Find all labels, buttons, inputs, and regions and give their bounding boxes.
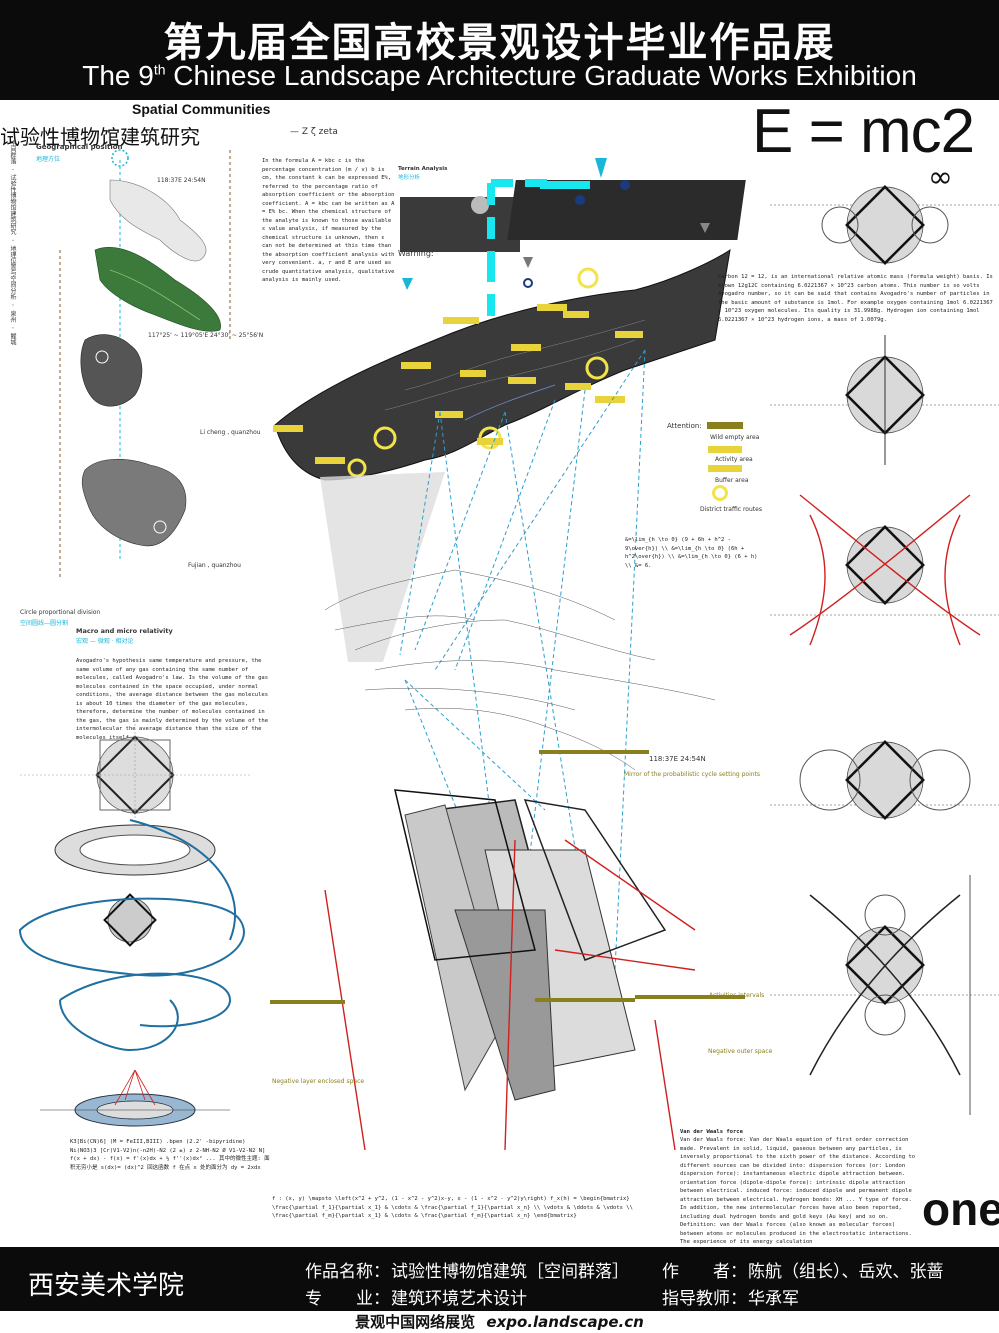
- author-label: 作 者：: [662, 1262, 747, 1282]
- macro-micro-label: Macro and micro relativity: [76, 627, 173, 635]
- museum-research-title: 试验性博物馆建筑研究: [0, 125, 200, 149]
- spatial-communities-heading: Spatial Communities: [132, 101, 271, 117]
- circle-division-label: Circle proportional division: [20, 609, 101, 616]
- school-name: 西安美术学院: [28, 1271, 185, 1301]
- vdw-paragraph: Van der Waals force: Van der Waals equat…: [680, 1137, 916, 1245]
- major-name: 建筑环境艺术设计: [391, 1289, 527, 1309]
- terrain-analysis-cn: 地形分析: [398, 175, 421, 181]
- carbon-paragraph: Carbon 12 = 12, is an international rela…: [718, 274, 993, 323]
- legend-swatch-2: [708, 446, 742, 453]
- website-credit: 景观中国网络展览 expo.landscape.cn: [0, 1311, 999, 1333]
- major-label: 专 业：: [305, 1289, 390, 1309]
- map-coord-2: 117°25' ~ 119°05'E 24°30' ~ 25°56'N: [148, 332, 264, 339]
- avogadro-paragraph: Avogadro's hypothesis same temperature a…: [76, 658, 269, 741]
- formula-paragraph: In the formula A = kbc c is the percenta…: [262, 158, 395, 283]
- legend-item-1: Wild empty area: [710, 434, 760, 441]
- author-names: 陈航（组长）、岳欢、张蔷: [748, 1262, 944, 1282]
- legend-swatch-1: [707, 422, 743, 429]
- site-analysis-diagram: [270, 158, 746, 1150]
- poster-header: 第九届全国高校景观设计毕业作品展 The 9th Chinese Landsca…: [0, 0, 999, 100]
- geo-position-cn: 地理方位: [36, 156, 61, 163]
- geo-position-label: Geographical position: [36, 143, 123, 151]
- advisor-label: 指导教师：: [662, 1289, 747, 1309]
- legend-item-4: District traffic routes: [700, 506, 762, 513]
- limit-formulas: &=\lim_{h \to 0} (9 + 6h + h^2 - 9\over{…: [625, 537, 758, 569]
- website-name-cn: 景观中国网络展览: [355, 1313, 476, 1331]
- geographic-maps: [59, 149, 231, 580]
- attention-label: Attention:: [667, 422, 702, 430]
- circle-division-cn: 空间圆线—圆分割: [20, 620, 69, 627]
- map-place-1: Li cheng , quanzhou: [200, 429, 261, 436]
- negative-outer-label: Negative outer space: [708, 1048, 773, 1055]
- calculation-notes: K3[Bi(CN)6] (M = FeIII,BIII) .bpen (2.2'…: [70, 1139, 270, 1171]
- geometric-sequence-diagram: [770, 185, 999, 1115]
- macro-micro-cn: 宏观 — 微观 · 相对论: [76, 638, 134, 645]
- warning-label: Warning:: [398, 249, 434, 258]
- prob-cycle-label: Mirror of the probabilistic cycle settin…: [624, 771, 761, 778]
- exhibition-title-en: The 9th Chinese Landscape Architecture G…: [82, 60, 917, 91]
- map-coord-1: 118:37E 24:54N: [157, 177, 206, 184]
- negative-layer-label: Negative layer enclosed space: [272, 1078, 365, 1085]
- legend-item-2: Activity area: [715, 456, 753, 463]
- einstein-equation: E = mc2: [752, 97, 975, 166]
- website-url[interactable]: expo.landscape.cn: [486, 1313, 644, 1331]
- geometry-study-diagram: [18, 720, 250, 1127]
- legend-item-3: Buffer area: [715, 477, 749, 484]
- activities-intervals-label: Activities intervals: [709, 992, 765, 999]
- vdw-title: Van der Waals force: [680, 1129, 743, 1135]
- infinity-symbol: ∞: [928, 160, 953, 195]
- zeta-label: — Z ζ zeta: [290, 127, 338, 137]
- legend-swatch-3: [708, 465, 742, 472]
- terrain-analysis-label: Terrain Analysis: [398, 166, 448, 172]
- vertical-text-column: 空间群落 · 试验性博物馆建筑研究 · 地理位置与空间分析 · 泉州 · 鲤城: [9, 140, 16, 346]
- work-name-label: 作品名称：: [305, 1262, 390, 1282]
- matrix-formula: f : (x, y) \mapsto \left(x^2 + y^2, (1 -…: [272, 1196, 633, 1219]
- poster-footer: 西安美术学院 作品名称： 试验性博物馆建筑［空间群落］ 作 者： 陈航（组长）、…: [0, 1247, 999, 1311]
- work-name: 试验性博物馆建筑［空间群落］: [391, 1262, 629, 1282]
- map-place-2: Fujian , quanzhou: [188, 562, 241, 569]
- legend-circle-icon: [712, 485, 728, 501]
- one-label: one: [922, 1183, 999, 1235]
- advisor-name: 华承军: [748, 1289, 799, 1309]
- coord-label-mid: 118:37E 24:54N: [649, 755, 706, 763]
- exhibition-title-cn: 第九届全国高校景观设计毕业作品展: [163, 20, 836, 66]
